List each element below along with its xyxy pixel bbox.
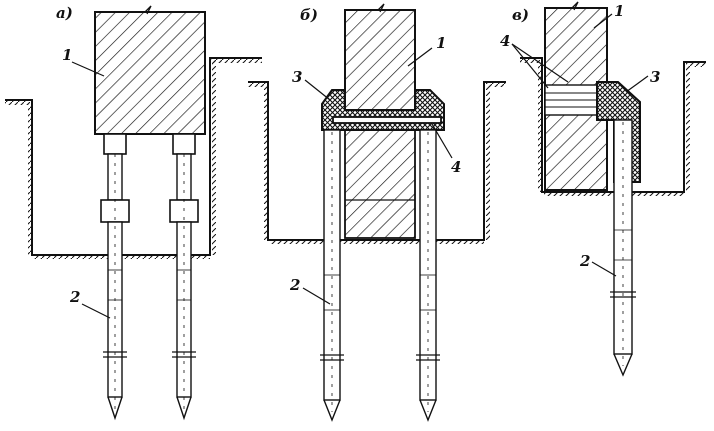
column-block-a	[94, 11, 206, 135]
soil-hatch-b-inner-left	[264, 86, 268, 240]
leader-c-3	[625, 75, 649, 93]
steel-plate-b	[332, 116, 442, 124]
callout-c-3: 3	[650, 68, 660, 86]
break-mark-a	[144, 5, 152, 15]
callout-b-1: 1	[436, 34, 446, 52]
soil-hatch-c-right	[686, 64, 690, 192]
callout-b-2: 2	[289, 276, 300, 294]
leader-b-4	[431, 123, 453, 159]
callout-a-2: 2	[69, 288, 80, 306]
soil-hatch-c-left	[520, 59, 540, 63]
soil-hatch-a-left	[5, 101, 30, 105]
callout-b-3: 3	[292, 68, 302, 86]
soil-hatch-b-left	[248, 83, 266, 87]
callout-c-4: 4	[500, 32, 510, 50]
soil-hatch-a-right	[212, 60, 216, 255]
leader-c-4b	[511, 43, 569, 83]
callout-b-4: 4	[451, 158, 461, 176]
soil-hatch-c-top	[686, 63, 706, 67]
panel-a: a) 1 2	[5, 4, 262, 421]
callout-c-2: 2	[579, 252, 590, 270]
soil-hatch-a-top	[210, 59, 262, 63]
callout-a-1: 1	[62, 46, 72, 64]
leader-a-2	[81, 303, 111, 319]
leader-b-3	[304, 79, 331, 101]
panel-label-a: a)	[56, 4, 73, 22]
insert-plates-c	[544, 84, 598, 116]
pile-a-right	[169, 133, 199, 421]
callout-c-1: 1	[614, 2, 624, 20]
panel-label-b: б)	[300, 6, 318, 24]
soil-hatch-b-top	[486, 83, 506, 87]
soil-hatch-c-inner-left	[538, 62, 542, 192]
panel-b: б) 1 3 4 2	[248, 3, 506, 422]
central-block-b	[344, 129, 416, 239]
leader-b-1	[407, 47, 433, 67]
panel-label-c: в)	[512, 6, 529, 24]
break-mark-b	[377, 3, 385, 13]
panel-c: в) 1 4 3 2	[500, 1, 706, 377]
soil-hatch-b-right	[486, 84, 490, 240]
column-b	[344, 9, 416, 111]
pile-a-left	[100, 133, 130, 421]
leader-c-1	[593, 13, 613, 29]
pile-b-right	[416, 129, 440, 422]
leader-c-4a	[511, 43, 549, 89]
pile-b-left	[320, 129, 344, 422]
soil-hatch-b-bottom	[270, 240, 484, 244]
leader-a-1	[71, 61, 105, 77]
pile-c	[610, 119, 636, 377]
break-mark-c	[571, 1, 579, 11]
soil-hatch-a-inner	[28, 104, 32, 255]
leader-c-2	[591, 261, 617, 277]
leader-b-2	[302, 287, 331, 305]
